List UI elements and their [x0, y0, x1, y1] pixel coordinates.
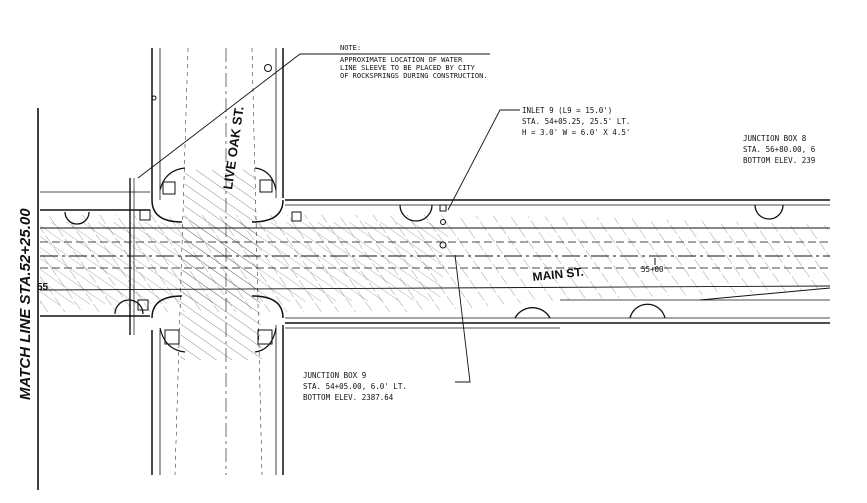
leader-lines	[137, 53, 520, 383]
curb-inlets	[64, 204, 784, 319]
station-label-left: 55	[37, 282, 49, 293]
note-heading: NOTE:	[340, 44, 361, 52]
inlet-9-line-1: INLET 9 (L9 = 15.0')	[522, 106, 612, 115]
match-line: MATCH LINE STA.52+25.00	[17, 108, 39, 490]
note-line-2: LINE SLEEVE TO BE PLACED BY CITY	[340, 64, 476, 72]
main-street-label: MAIN ST.	[532, 265, 585, 284]
junction-box-8-callout: JUNCTION BOX 8 STA. 56+80.00, 6 BOTTOM E…	[743, 134, 816, 165]
jb9-line-2: STA. 54+05.00, 6.0' LT.	[303, 382, 407, 391]
note-line-1: APPROXIMATE LOCATION OF WATER	[340, 56, 463, 64]
inlet-9-line-3: H = 3.0' W = 6.0' X 4.5'	[522, 128, 630, 137]
jb8-line-3: BOTTOM ELEV. 239	[743, 156, 815, 165]
station-label-main: 55+00	[641, 265, 664, 274]
live-oak-street-lines	[129, 47, 284, 476]
match-line-label: MATCH LINE STA.52+25.00	[17, 208, 34, 400]
water-line-note: NOTE: APPROXIMATE LOCATION OF WATER LINE…	[340, 44, 488, 80]
main-street-lines	[39, 191, 831, 329]
roadway-hatch	[40, 170, 830, 360]
jb9-line-1: JUNCTION BOX 9	[303, 371, 366, 380]
jb9-line-3: BOTTOM ELEV. 2387.64	[303, 393, 394, 402]
jb8-line-1: JUNCTION BOX 8	[743, 134, 807, 143]
inlet-9-callout: INLET 9 (L9 = 15.0') STA. 54+05.25, 25.5…	[522, 106, 630, 137]
inlet-9-line-2: STA. 54+05.25, 25.5' LT.	[522, 117, 630, 126]
note-line-3: OF ROCKSPRINGS DURING CONSTRUCTION.	[340, 72, 488, 80]
junction-box-9-callout: JUNCTION BOX 9 STA. 54+05.00, 6.0' LT. B…	[303, 371, 407, 402]
curb-returns	[151, 167, 284, 353]
structure-boxes	[137, 64, 447, 345]
jb8-line-2: STA. 56+80.00, 6	[743, 145, 816, 154]
